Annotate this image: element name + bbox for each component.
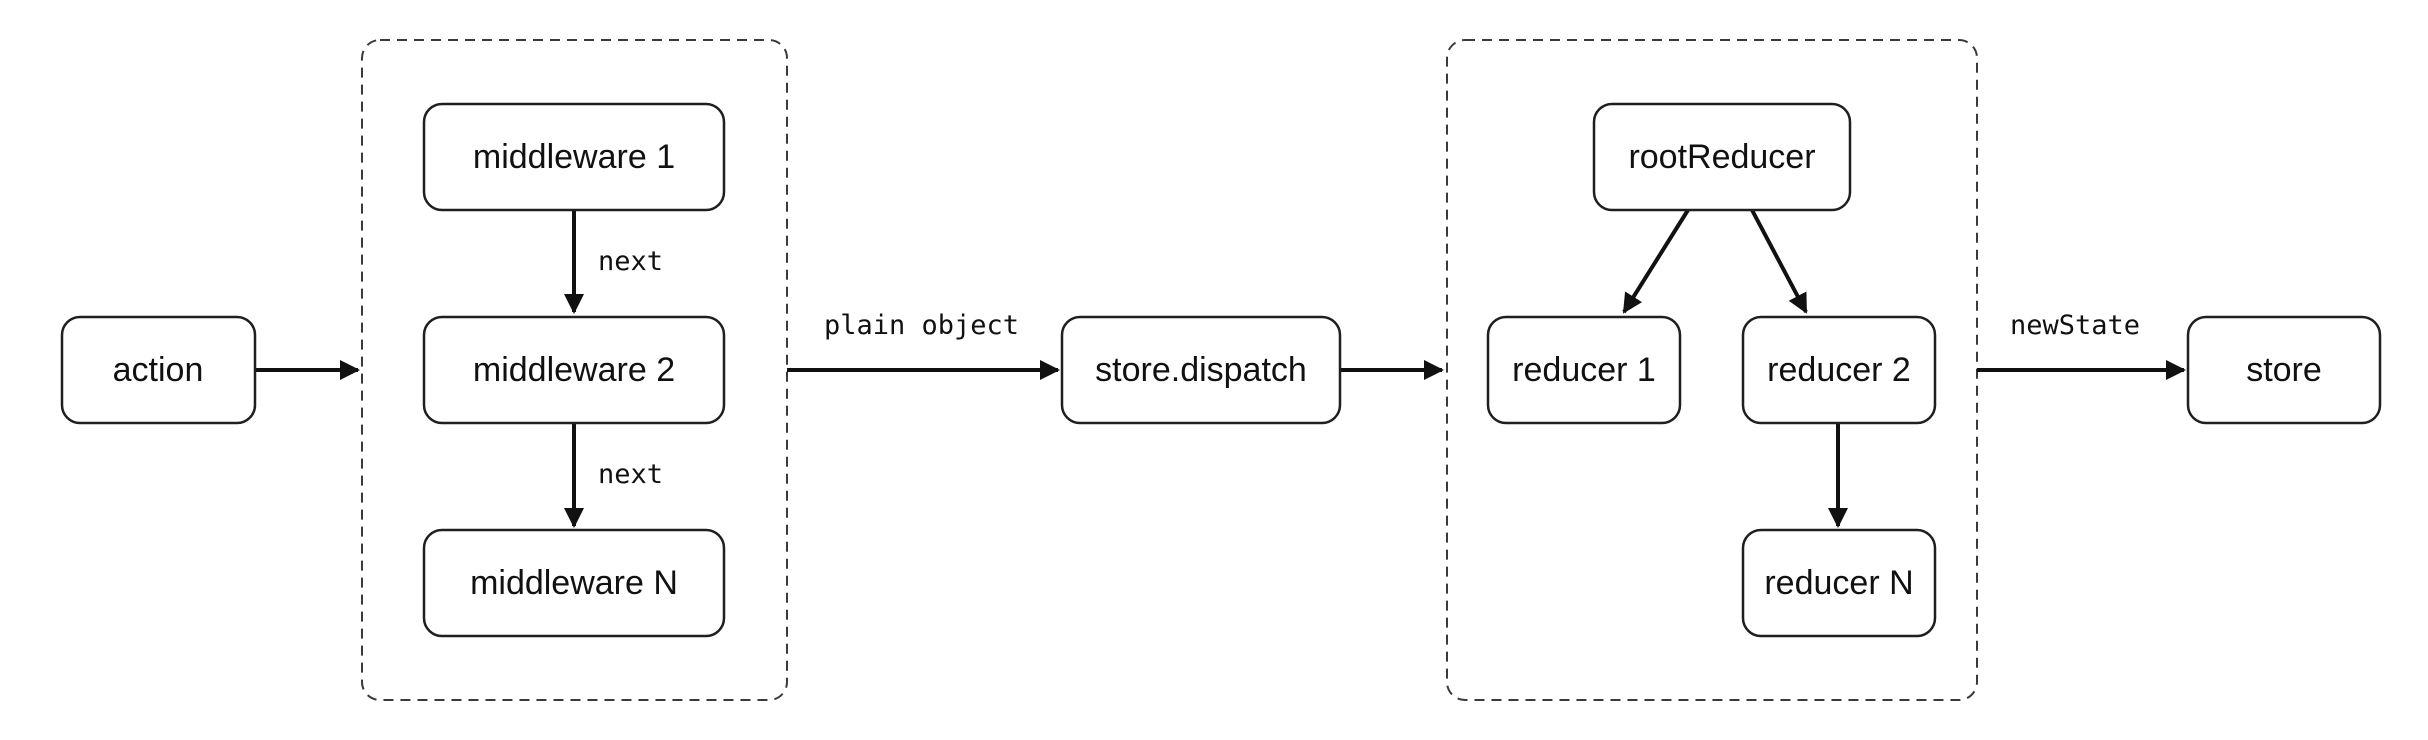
node-store-label: store bbox=[2246, 351, 2322, 389]
node-middleware-2: middleware 2 bbox=[422, 315, 726, 425]
node-reducer-n: reducer N bbox=[1741, 528, 1937, 638]
node-middleware-n: middleware N bbox=[422, 528, 726, 638]
node-store-dispatch: store.dispatch bbox=[1060, 315, 1342, 425]
edge-label-next-1: next bbox=[598, 246, 663, 277]
edge-label-plain-object: plain object bbox=[824, 310, 1019, 341]
node-middleware-n-label: middleware N bbox=[470, 564, 678, 602]
node-store: store bbox=[2186, 315, 2382, 425]
node-reducer-1: reducer 1 bbox=[1486, 315, 1682, 425]
edge-label-new-state: newState bbox=[2010, 310, 2140, 341]
middleware-group bbox=[361, 39, 788, 701]
node-reducer-2-label: reducer 2 bbox=[1767, 351, 1911, 389]
node-middleware-1-label: middleware 1 bbox=[473, 138, 675, 176]
arrow-root-to-reducer2 bbox=[1750, 209, 1808, 314]
node-root-reducer: rootReducer bbox=[1592, 102, 1852, 212]
arrow-root-to-reducer1 bbox=[1622, 208, 1690, 314]
node-action: action bbox=[60, 315, 257, 425]
node-middleware-2-label: middleware 2 bbox=[473, 351, 675, 389]
node-reducer-n-label: reducer N bbox=[1764, 564, 1913, 602]
node-middleware-1: middleware 1 bbox=[422, 102, 726, 212]
edge-label-next-2: next bbox=[598, 459, 663, 490]
node-reducer-2: reducer 2 bbox=[1741, 315, 1937, 425]
node-reducer-1-label: reducer 1 bbox=[1512, 351, 1656, 389]
node-store-dispatch-label: store.dispatch bbox=[1095, 351, 1307, 389]
node-action-label: action bbox=[113, 351, 204, 389]
node-root-reducer-label: rootReducer bbox=[1628, 138, 1815, 176]
